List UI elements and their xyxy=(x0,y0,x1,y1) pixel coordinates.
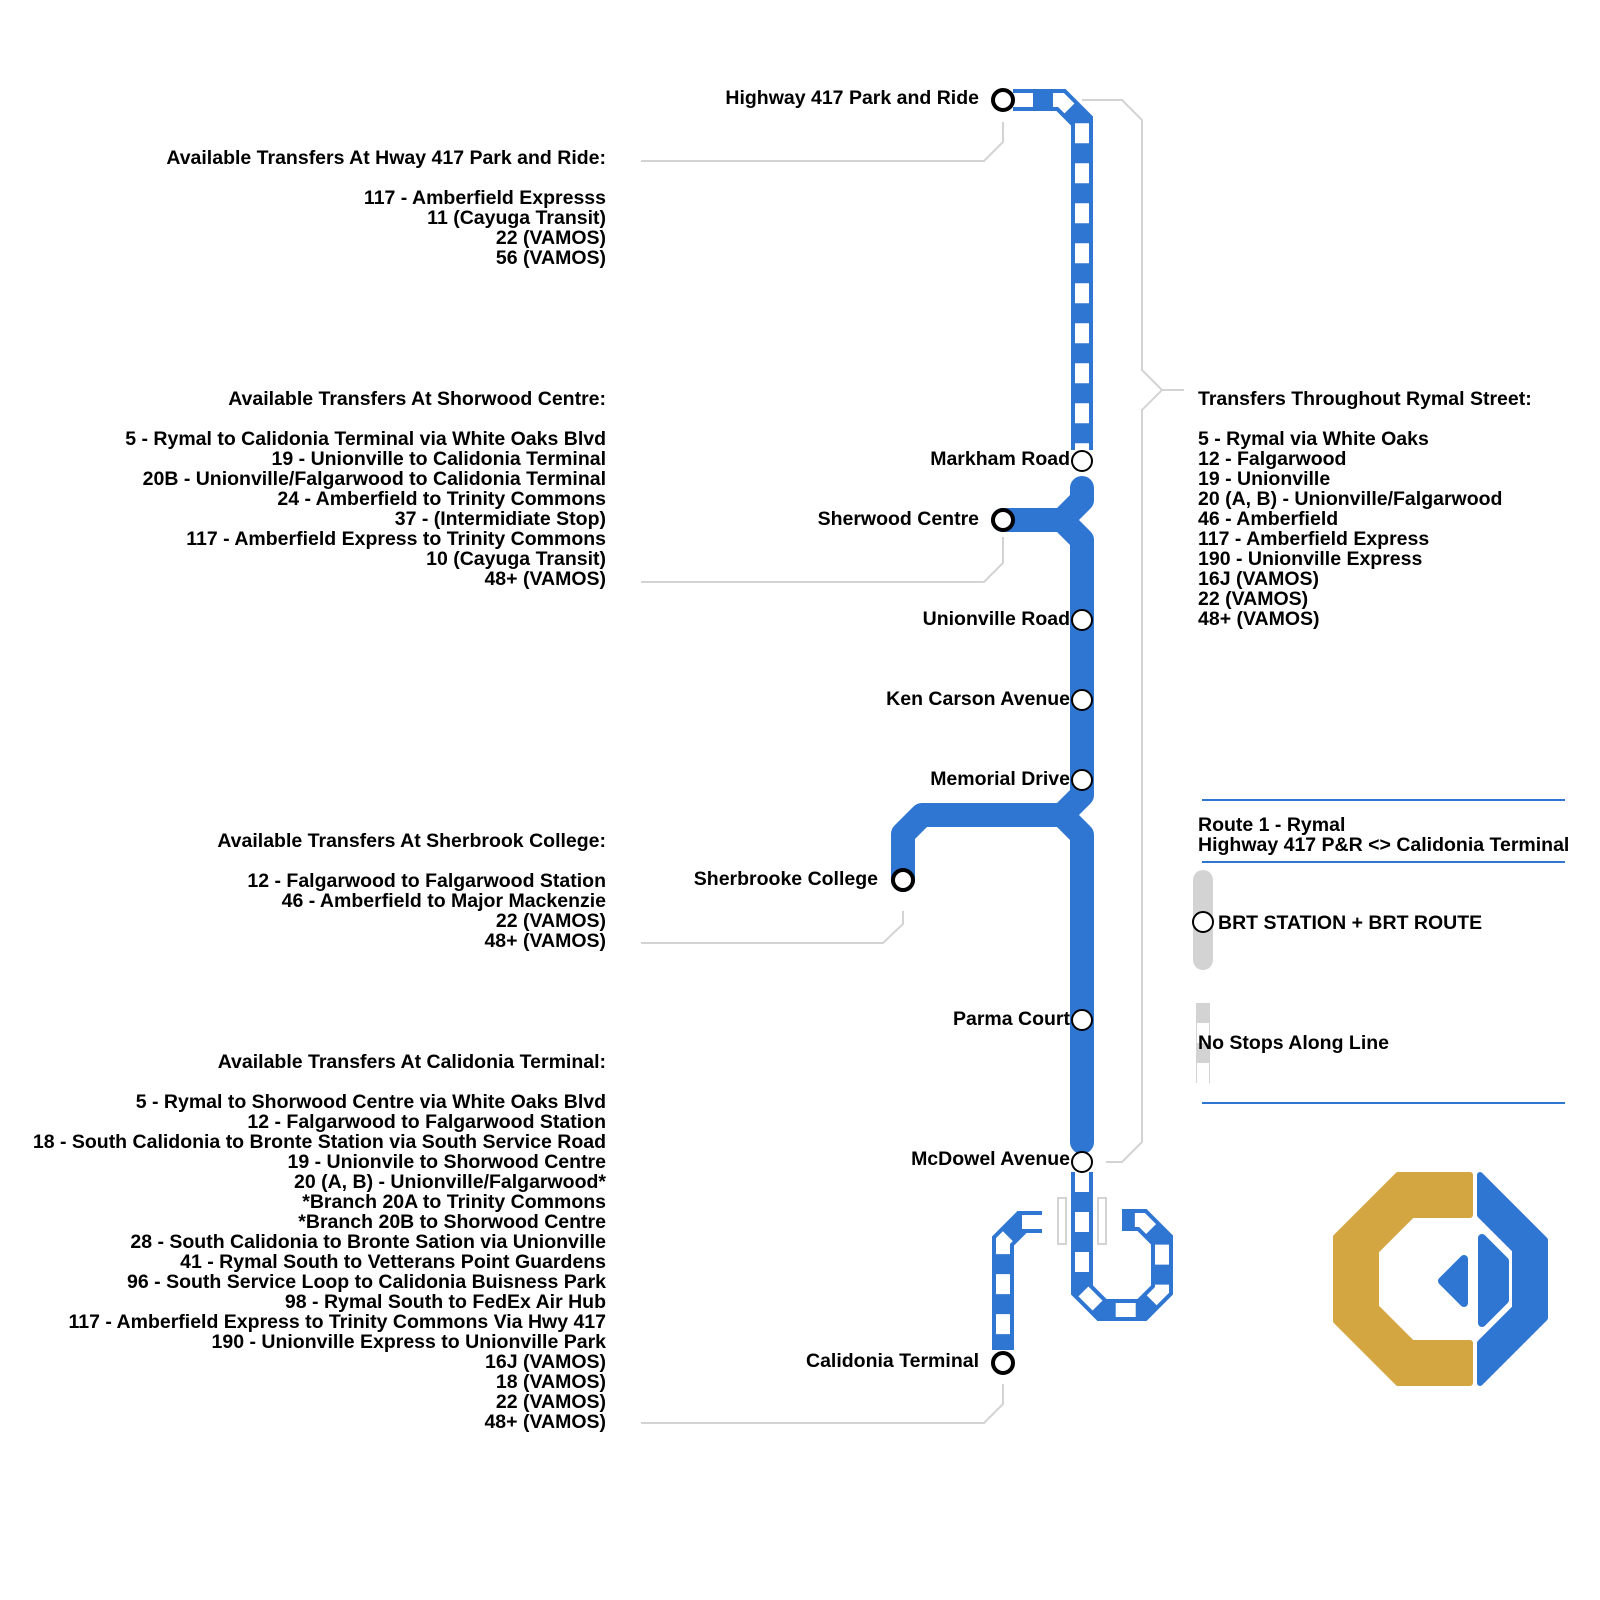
transfer-item: 20B - Unionville/Falgarwood to Calidonia… xyxy=(142,468,606,490)
transfer-item: *Branch 20A to Trinity Commons xyxy=(302,1191,606,1213)
transfers-hwy417-title: Available Transfers At Hway 417 Park and… xyxy=(166,147,606,169)
station-label-markham[interactable]: Markham Road xyxy=(930,448,1070,470)
no-stops-swatch-gap xyxy=(1197,1063,1209,1083)
transfer-item: 190 - Unionville Express xyxy=(1198,548,1423,570)
express-segment-south xyxy=(992,1172,1173,1350)
logo-blue-chevron-large xyxy=(1478,1234,1509,1327)
transfer-item: 11 (Cayuga Transit) xyxy=(427,207,606,229)
transfer-item: 5 - Rymal to Shorwood Centre via White O… xyxy=(135,1091,606,1113)
transfer-item: 117 - Amberfield Expresss xyxy=(363,187,606,209)
station-label-memorial[interactable]: Memorial Drive xyxy=(930,768,1070,790)
transfers-calidonia-title: Available Transfers At Calidonia Termina… xyxy=(217,1051,606,1073)
legend-brt-label: BRT STATION + BRT ROUTE xyxy=(1218,912,1483,934)
transfers-shorwood-title: Available Transfers At Shorwood Centre: xyxy=(228,388,606,410)
connector-calidonia xyxy=(641,1384,1004,1424)
station-marker-sherbrooke[interactable] xyxy=(891,868,915,892)
station-marker-unionville[interactable] xyxy=(1071,609,1093,631)
no-stop-marker xyxy=(1057,1197,1067,1245)
transfer-item: 96 - South Service Loop to Calidonia Bui… xyxy=(127,1271,606,1293)
transfer-item: 5 - Rymal to Calidonia Terminal via Whit… xyxy=(125,428,606,450)
station-label-parma[interactable]: Parma Court xyxy=(952,1008,1070,1030)
station-marker-memorial[interactable] xyxy=(1071,769,1093,791)
transfer-item: 12 - Falgarwood to Falgarwood Station xyxy=(247,870,606,892)
transfer-item: 18 - South Calidonia to Bronte Station v… xyxy=(32,1131,606,1153)
station-label-sherwood[interactable]: Sherwood Centre xyxy=(817,508,979,530)
legend-no-stops-label: No Stops Along Line xyxy=(1198,1032,1390,1054)
transfers-rymal: Transfers Throughout Rymal Street: 5 - R… xyxy=(1198,389,1532,629)
station-label-mcdowel[interactable]: McDowel Avenue xyxy=(911,1148,1070,1170)
logo-gold-half xyxy=(1333,1172,1473,1386)
transfer-item: 20 (A, B) - Unionville/Falgarwood xyxy=(1198,488,1503,510)
logo-blue-chevron-small xyxy=(1438,1255,1468,1307)
no-stop-marker xyxy=(1097,1197,1107,1245)
transfer-item: 117 - Amberfield Express to Trinity Comm… xyxy=(68,1311,606,1333)
station-marker-calidonia[interactable] xyxy=(991,1351,1015,1375)
transfer-item: 20 (A, B) - Unionville/Falgarwood* xyxy=(293,1171,606,1193)
transfers-rymal-title: Transfers Throughout Rymal Street: xyxy=(1198,388,1532,410)
legend-graphics xyxy=(1192,799,1565,1104)
connector-sherbrooke xyxy=(641,911,904,944)
station-marker-parma[interactable] xyxy=(1071,1009,1093,1031)
transfer-item: 22 (VAMOS) xyxy=(495,1391,606,1413)
station-label-calidonia[interactable]: Calidonia Terminal xyxy=(805,1350,979,1372)
transfer-item: 117 - Amberfield Express xyxy=(1198,528,1430,550)
transfer-item: 19 - Unionville to Calidonia Terminal xyxy=(271,448,606,470)
transfer-item: 56 (VAMOS) xyxy=(495,247,606,269)
station-markers xyxy=(891,88,1093,1375)
transfer-item: 48+ (VAMOS) xyxy=(484,930,606,952)
station-marker-markham[interactable] xyxy=(1071,450,1093,472)
transfer-item: 5 - Rymal via White Oaks xyxy=(1198,428,1429,450)
transfer-item: 48+ (VAMOS) xyxy=(484,568,606,590)
connector-sherwood xyxy=(641,537,1004,583)
transfer-item: 12 - Falgarwood to Falgarwood Station xyxy=(247,1111,606,1133)
transfer-item: 19 - Unionvile to Shorwood Centre xyxy=(287,1151,606,1173)
logo-blue-half xyxy=(1477,1172,1548,1386)
station-marker-mcdowel[interactable] xyxy=(1071,1151,1093,1173)
transfer-item: 19 - Unionville xyxy=(1198,468,1331,490)
transfer-connectors xyxy=(641,99,1184,1424)
transfer-item: 37 - (Intermidiate Stop) xyxy=(394,508,606,530)
transit-agency-logo xyxy=(1333,1172,1548,1386)
transfer-item: 18 (VAMOS) xyxy=(495,1371,606,1393)
transfer-item: 16J (VAMOS) xyxy=(485,1351,606,1373)
transfer-item: 41 - Rymal South to Vetterans Point Guar… xyxy=(180,1251,606,1273)
transfer-item: 46 - Amberfield to Major Mackenzie xyxy=(281,890,606,912)
transfer-item: 24 - Amberfield to Trinity Commons xyxy=(277,488,606,510)
transfer-item: 117 - Amberfield Express to Trinity Comm… xyxy=(186,528,606,550)
transfer-item: 48+ (VAMOS) xyxy=(1198,608,1320,630)
transfers-sherbrook-title: Available Transfers At Sherbrook College… xyxy=(217,830,606,852)
transfer-item: 12 - Falgarwood xyxy=(1198,448,1347,470)
transfer-item: 46 - Amberfield xyxy=(1198,508,1339,530)
station-label-sherbrooke[interactable]: Sherbrooke College xyxy=(693,868,878,890)
station-label-hwy417[interactable]: Highway 417 Park and Ride xyxy=(725,87,979,109)
brt-station-icon xyxy=(1192,911,1214,933)
connector-hwy417 xyxy=(641,122,1004,162)
transfer-item: 16J (VAMOS) xyxy=(1198,568,1319,590)
transfer-item: 10 (Cayuga Transit) xyxy=(426,548,606,570)
brt-trunk xyxy=(891,476,1094,1154)
transfer-item: 22 (VAMOS) xyxy=(495,227,606,249)
station-marker-sherwood[interactable] xyxy=(991,508,1015,532)
transfer-item: 22 (VAMOS) xyxy=(495,910,606,932)
legend-route-name: Route 1 - Rymal xyxy=(1198,814,1346,836)
transfer-item: 22 (VAMOS) xyxy=(1198,588,1309,610)
legend-route-span: Highway 417 P&R <> Calidonia Terminal xyxy=(1198,834,1570,856)
transfer-item: 98 - Rymal South to FedEx Air Hub xyxy=(284,1291,606,1313)
no-stops-swatch-gap xyxy=(1197,1023,1209,1043)
station-label-kencarson[interactable]: Ken Carson Avenue xyxy=(886,688,1070,710)
transfer-item: *Branch 20B to Shorwood Centre xyxy=(298,1211,606,1233)
transfers-shorwood: Available Transfers At Shorwood Centre: … xyxy=(125,389,606,589)
transfers-calidonia: Available Transfers At Calidonia Termina… xyxy=(33,1052,606,1432)
express-segment-north xyxy=(1013,89,1093,450)
transfers-hwy417: Available Transfers At Hway 417 Park and… xyxy=(166,148,606,268)
station-marker-hwy417[interactable] xyxy=(991,88,1015,112)
transfer-item: 28 - South Calidonia to Bronte Sation vi… xyxy=(130,1231,606,1253)
transfer-item: 190 - Unionville Express to Unionville P… xyxy=(211,1331,606,1353)
transfers-sherbrook: Available Transfers At Sherbrook College… xyxy=(217,831,606,951)
station-label-unionville[interactable]: Unionville Road xyxy=(922,608,1070,630)
transfer-item: 48+ (VAMOS) xyxy=(484,1411,606,1433)
rymal-bracket xyxy=(1082,99,1184,1163)
station-marker-kencarson[interactable] xyxy=(1071,689,1093,711)
